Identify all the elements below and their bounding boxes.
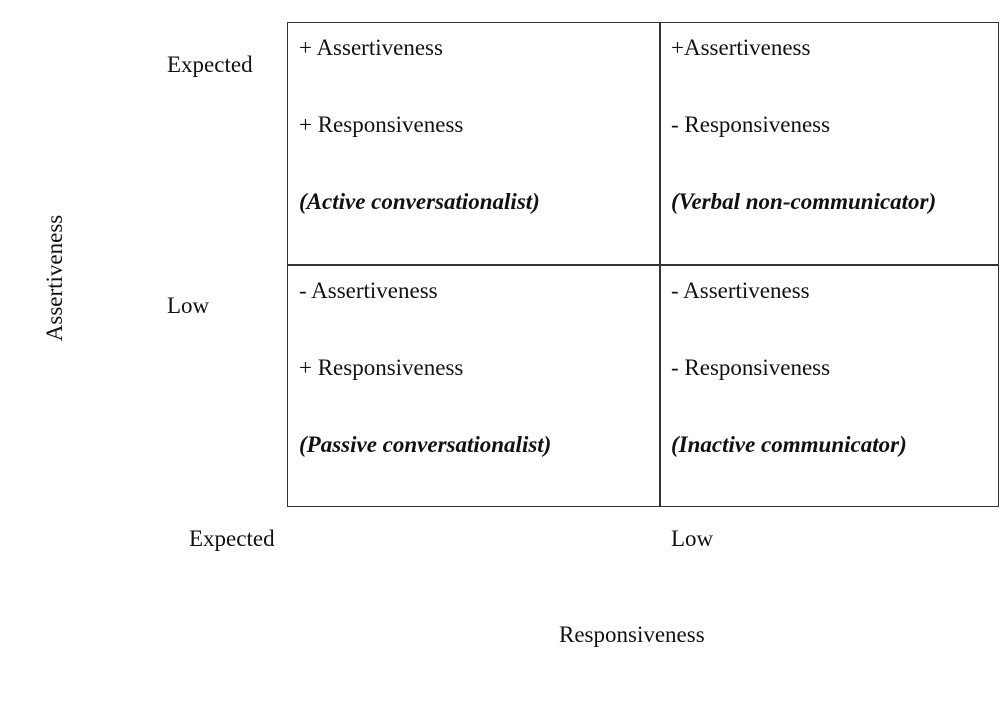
cell-top-right-responsiveness: - Responsiveness — [671, 112, 831, 137]
y-level-low: Low — [167, 293, 210, 318]
cell-bottom-right-type: (Inactive communicator) — [671, 432, 907, 457]
cell-top-right-type: (Verbal non-communicator) — [671, 189, 937, 214]
cell-top-left-assertiveness: + Assertiveness — [299, 35, 443, 60]
cell-top-left-type: (Active conversationalist) — [299, 189, 540, 214]
cell-bottom-right-assertiveness: - Assertiveness — [671, 278, 810, 303]
matrix-horizontal-divider — [287, 264, 999, 266]
cell-bottom-left-type: (Passive conversationalist) — [299, 432, 552, 457]
x-level-low: Low — [671, 526, 714, 551]
cell-top-left-responsiveness: + Responsiveness — [299, 112, 464, 137]
x-axis-title: Responsiveness — [559, 622, 705, 647]
y-axis-title: Assertiveness — [42, 214, 67, 342]
cell-bottom-left-responsiveness: + Responsiveness — [299, 355, 464, 380]
cell-bottom-left-assertiveness: - Assertiveness — [299, 278, 438, 303]
cell-bottom-right-responsiveness: - Responsiveness — [671, 355, 831, 380]
y-level-expected: Expected — [167, 52, 253, 77]
cell-top-right-assertiveness: +Assertiveness — [671, 35, 811, 60]
x-level-expected: Expected — [189, 526, 275, 551]
